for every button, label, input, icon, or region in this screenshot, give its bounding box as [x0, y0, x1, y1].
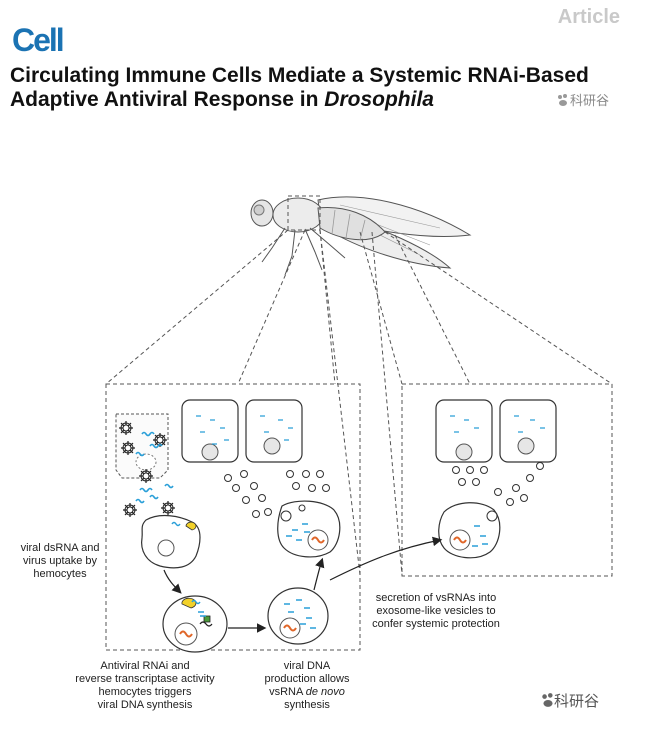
watermark-top: 科研谷 [556, 90, 609, 109]
exosome-vesicles-right [452, 462, 544, 506]
drosophila-fly-icon [250, 196, 472, 276]
zoom-lines [105, 195, 613, 576]
title-main: Circulating Immune Cells Mediate a Syste… [10, 64, 589, 111]
hemocyte-secretion [277, 500, 341, 558]
label-uptake: viral dsRNA and virus uptake by hemocyte… [20, 542, 100, 580]
watermark-text: 科研谷 [554, 692, 600, 710]
article-type-label: Article [557, 6, 620, 28]
fat-body-cells-left [181, 399, 303, 463]
label-secretion: secretion of vsRNAs into exosome-like ve… [348, 592, 524, 631]
label-rnai-line: reverse transcriptase activity [75, 673, 215, 685]
arrow-uptake-to-rnai [163, 569, 182, 594]
article-title: Circulating Immune Cells Mediate a Syste… [10, 64, 640, 112]
label-dna-line: production allows [264, 673, 350, 685]
hemocyte-uptake [141, 514, 201, 569]
label-secretion-line: confer systemic protection [372, 618, 500, 630]
label-rnai-line: Antiviral RNAi and [100, 660, 190, 672]
exosome-vesicles-left [224, 470, 330, 518]
label-secretion-line: secretion of vsRNAs into [375, 592, 497, 604]
watermark-paw-icon [540, 692, 554, 707]
journal-logo: Cell [12, 22, 65, 58]
distant-tissue-panel [401, 383, 613, 577]
hemocyte-panel [105, 383, 361, 651]
hemocyte-rnai [162, 595, 228, 653]
label-secretion-line: exosome-like vesicles to [376, 605, 496, 617]
recipient-hemocyte-right [438, 502, 501, 559]
arrow-secretion-to-distant [329, 536, 443, 581]
title-italic: Drosophila [324, 88, 434, 111]
process-arrows [163, 536, 443, 633]
label-rnai-line: hemocytes triggers [98, 686, 192, 698]
reverse-transcriptase-icon [203, 615, 211, 623]
label-dna-line: synthesis [284, 699, 330, 711]
virus-particle-icons [119, 421, 175, 517]
yellow-protein-icon [185, 521, 197, 531]
label-viral-dna: viral DNA production allows vsRNA de nov… [252, 660, 362, 712]
label-dna-line: vsRNA de novo [269, 686, 345, 698]
watermark-bottom: 科研谷 [540, 690, 599, 711]
dsrna-squiggles [135, 431, 174, 504]
hemocyte-vsrna-synthesis [267, 587, 329, 645]
label-rnai-line: viral DNA synthesis [97, 699, 193, 711]
watermark-text: 科研谷 [570, 94, 610, 109]
fat-body-cells-right [435, 399, 557, 463]
arrow-synthesis-to-secretion [313, 557, 325, 591]
viral-dna-icon [179, 630, 193, 638]
watermark-paw-icon [556, 93, 570, 107]
label-dna-line: viral DNA [283, 660, 331, 672]
label-antiviral-rnai: Antiviral RNAi and reverse transcriptase… [60, 660, 230, 712]
zoom-focus-box [287, 195, 321, 231]
